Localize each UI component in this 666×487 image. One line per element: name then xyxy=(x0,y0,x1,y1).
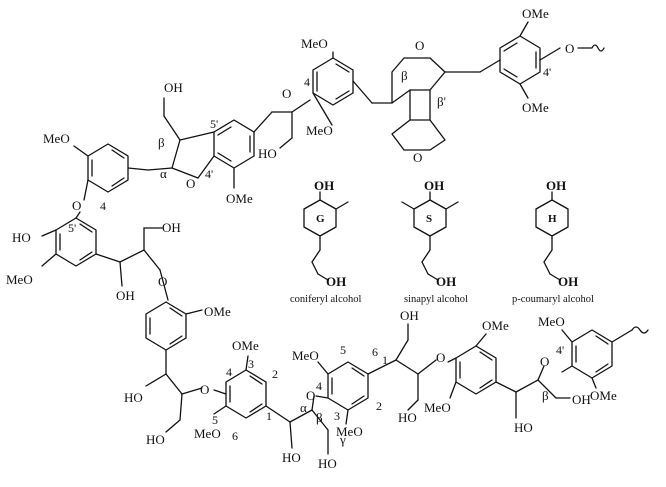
label-oh: OH xyxy=(424,178,444,193)
greek-alpha: α xyxy=(300,400,307,415)
label-oh: OH xyxy=(558,274,578,289)
label-meo: MeO xyxy=(336,424,363,439)
label-o: O xyxy=(436,350,445,365)
monolignol-coniferyl xyxy=(303,191,349,281)
label-meo: MeO xyxy=(43,131,70,146)
label-ho: HO xyxy=(12,230,31,245)
label-ho: HO xyxy=(124,390,143,405)
monolignol-coumaryl xyxy=(535,191,569,281)
monolignol-letter-g: G xyxy=(316,213,325,225)
top-syringyl-ring-left xyxy=(312,51,373,126)
label-oh: OH xyxy=(116,288,135,303)
position-label: 5 xyxy=(340,343,346,357)
position-label: 4' xyxy=(556,343,564,357)
label-ome: OMe xyxy=(590,388,617,403)
wavy-bond xyxy=(631,326,649,334)
greek-beta: β xyxy=(542,388,549,403)
position-label: 2 xyxy=(272,367,278,381)
label-ome: OMe xyxy=(226,191,253,206)
monolignol-sinapyl xyxy=(401,191,459,281)
label-oh: OH xyxy=(314,178,334,193)
position-label: 4' xyxy=(205,167,213,181)
label-ome: OMe xyxy=(482,318,509,333)
position-label: 4 xyxy=(316,379,322,393)
label-ho: HO xyxy=(258,146,277,161)
position-label: 6 xyxy=(372,345,378,359)
label-ome: OMe xyxy=(522,100,549,115)
greek-beta: β xyxy=(401,68,408,83)
label-o: O xyxy=(72,198,81,213)
label-o: O xyxy=(200,382,209,397)
label-o: O xyxy=(415,38,424,53)
caption-coumaryl: p-coumaryl alcohol xyxy=(512,294,594,305)
label-meo: MeO xyxy=(424,400,451,415)
position-label: 3 xyxy=(334,409,340,423)
position-label: 2 xyxy=(376,399,382,413)
greek-gamma: γ xyxy=(339,432,346,447)
monolignol-letter-s: S xyxy=(426,213,432,225)
second-left-ring xyxy=(41,211,169,301)
bottom-right-terminal-ring xyxy=(561,329,633,389)
label-oh: OH xyxy=(436,274,456,289)
label-o: O xyxy=(282,86,291,101)
label-meo: MeO xyxy=(6,272,33,287)
position-label: 1 xyxy=(266,409,272,423)
label-meo: MeO xyxy=(538,314,565,329)
label-meo: MeO xyxy=(292,348,319,363)
label-ho: HO xyxy=(146,432,165,447)
greek-alpha: α xyxy=(160,166,167,181)
phenylcoumaran-unit xyxy=(147,97,311,189)
position-label: 3 xyxy=(248,357,254,371)
label-oh: OH xyxy=(546,178,566,193)
label-o: O xyxy=(565,41,574,56)
label-ho: HO xyxy=(282,450,301,465)
label-o: O xyxy=(158,274,167,289)
label-o: O xyxy=(540,354,549,369)
label-ome: OMe xyxy=(522,6,549,21)
position-label: 4' xyxy=(543,65,551,79)
label-oh: OH xyxy=(400,308,419,323)
label-o: O xyxy=(306,388,315,403)
greek-beta: β xyxy=(316,410,323,425)
position-label: 5' xyxy=(68,221,76,235)
label-oh: OH xyxy=(164,80,183,95)
label-o: O xyxy=(186,176,195,191)
bottom-syringyl-ring-numbered xyxy=(315,359,397,425)
bottom-guaiacyl-ring-numbered xyxy=(213,355,329,455)
position-label: 4 xyxy=(100,199,106,213)
position-label: 4 xyxy=(304,75,310,89)
bottom-syringyl-ring-right xyxy=(447,333,571,419)
wavy-bond xyxy=(577,44,605,52)
label-ho: HO xyxy=(514,420,533,435)
label-meo: MeO xyxy=(194,426,221,441)
label-o: O xyxy=(413,150,422,165)
position-label: 4 xyxy=(226,365,232,379)
position-label: 5' xyxy=(210,117,218,131)
caption-sinapyl: sinapyl alcohol xyxy=(404,294,468,305)
left-guaiacyl-ring xyxy=(73,143,149,201)
label-meo: MeO xyxy=(306,123,333,138)
middle-guaiacyl-ring xyxy=(145,301,203,433)
label-oh: OH xyxy=(572,392,591,407)
label-oh: OH xyxy=(162,220,181,235)
label-ome: OMe xyxy=(232,338,259,353)
label-meo: MeO xyxy=(301,36,328,51)
label-ho: HO xyxy=(398,410,417,425)
caption-coniferyl: coniferyl alcohol xyxy=(290,294,362,305)
position-label: 5 xyxy=(212,413,218,427)
resinol-bicycle xyxy=(371,57,481,151)
position-label: 6 xyxy=(232,429,238,443)
bottom-right-sidechain xyxy=(395,323,437,411)
greek-beta-prime: β' xyxy=(437,94,446,109)
monolignol-letter-h: H xyxy=(548,213,557,225)
top-syringyl-ring-right xyxy=(479,21,561,99)
label-ome: OMe xyxy=(204,304,231,319)
label-oh: OH xyxy=(326,274,346,289)
label-ho: HO xyxy=(318,456,337,471)
position-label: 1 xyxy=(382,353,388,367)
greek-beta: β xyxy=(158,135,165,150)
